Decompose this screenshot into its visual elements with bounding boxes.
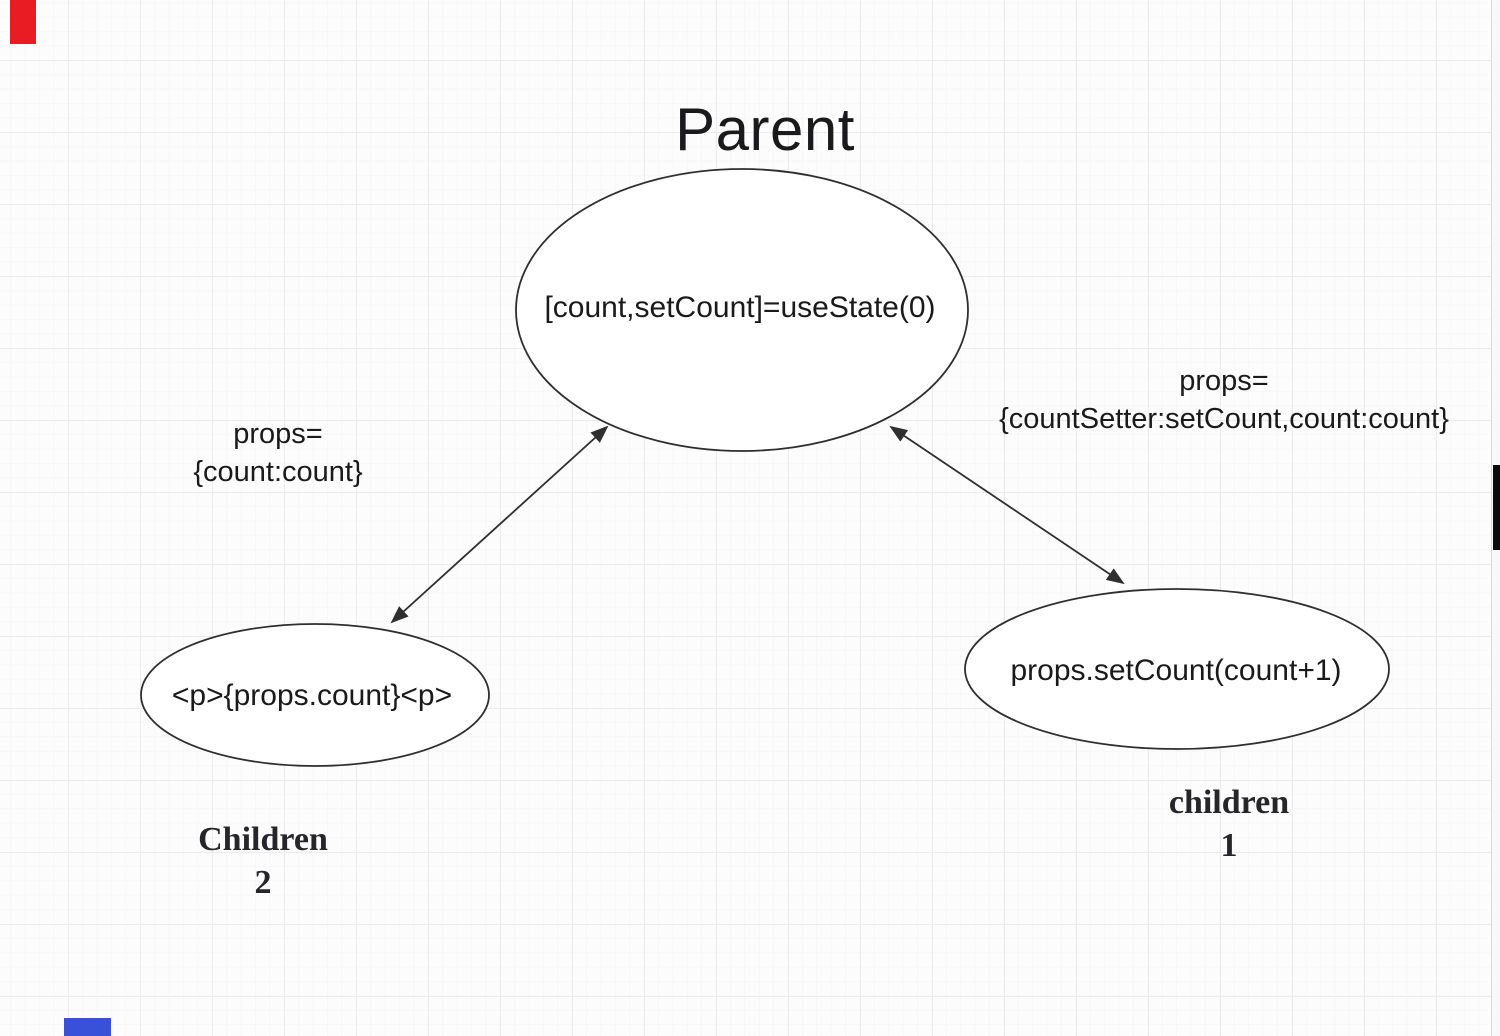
edge-label-line: props= <box>233 418 323 450</box>
red-marker <box>10 0 36 44</box>
caption-line: children <box>1168 784 1290 821</box>
node-parent-ellipse[interactable] <box>515 168 969 452</box>
edge-label-line: {count:count} <box>193 456 363 488</box>
edge-parent-children2-arrow[interactable] <box>390 425 609 624</box>
node-children1-ellipse[interactable] <box>964 588 1390 750</box>
edge-parent-children1-arrow[interactable] <box>889 425 1125 585</box>
vertical-scrollbar[interactable] <box>1491 0 1500 1036</box>
blue-marker <box>64 1018 111 1036</box>
caption-line: 2 <box>254 864 272 901</box>
scrollbar-thumb[interactable] <box>1493 465 1500 550</box>
node-children2-caption: Children 2 <box>198 818 328 904</box>
node-children2-ellipse[interactable] <box>140 623 490 767</box>
node-children1-caption: children 1 <box>1169 781 1289 867</box>
caption-line: Children <box>198 821 328 858</box>
edge-parent-children2-label[interactable]: props= {count:count} <box>193 415 362 491</box>
edge-parent-children1-label[interactable]: props= {countSetter:setCount,count:count… <box>999 362 1449 438</box>
node-children2-label[interactable]: <p>{props.count}<p> <box>171 679 453 712</box>
node-children1-label[interactable]: props.setCount(count+1) <box>1010 654 1342 687</box>
caption-line: 1 <box>1220 827 1238 864</box>
edge-label-line: {countSetter:setCount,count:count} <box>999 403 1449 435</box>
edge-label-line: props= <box>1179 365 1269 397</box>
node-parent-label[interactable]: [count,setCount]=useState(0) <box>544 291 936 324</box>
diagram-title: Parent <box>675 96 855 163</box>
